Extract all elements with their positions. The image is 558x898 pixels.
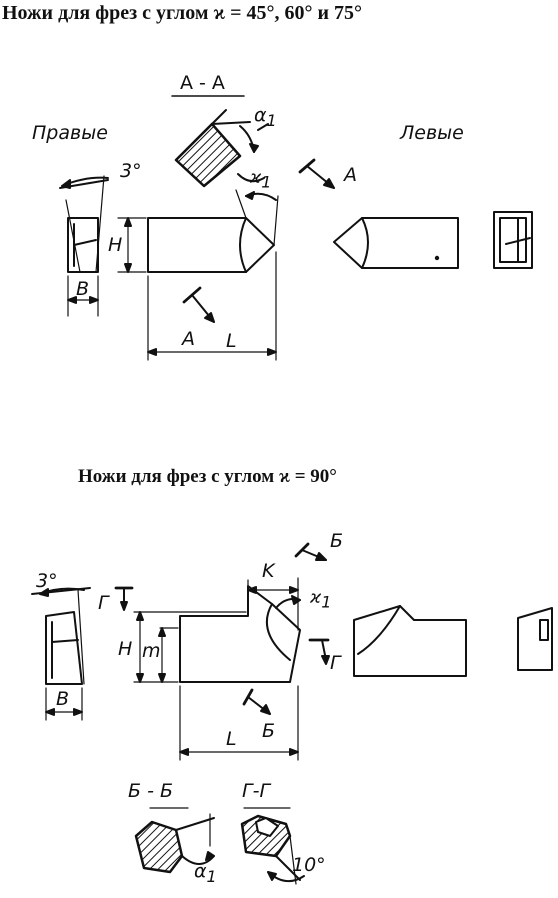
- angle-10-label: 10°: [292, 854, 326, 876]
- section-mark-a-bottom: [184, 288, 214, 322]
- mark-g-right-label: Г: [330, 652, 341, 674]
- alpha-symbol-2: α: [194, 860, 207, 882]
- mark-b-bottom-label: Б: [262, 720, 276, 742]
- dim-h-label: H: [108, 234, 123, 256]
- dim-m-label: m: [142, 640, 161, 662]
- alpha-subscript: 1: [266, 110, 277, 130]
- dim-l-label: L: [226, 330, 237, 352]
- section-a-a-detail: [172, 96, 268, 186]
- angle-3-label: 3°: [120, 160, 142, 182]
- section-mark-a-top: [300, 160, 334, 188]
- kappa-subscript: 1: [261, 172, 272, 192]
- mark-a-top-label: A: [344, 164, 357, 186]
- section-g-g-label: Г-Г: [242, 780, 271, 802]
- right-side-view: [60, 176, 108, 316]
- angle-3-label-2: 3°: [36, 570, 58, 592]
- section-b-b-label: Б - Б: [128, 780, 174, 802]
- mark-a-bottom-label: A: [182, 328, 195, 350]
- section-mark-b-bottom: [244, 690, 270, 714]
- far-right-view-90: [518, 608, 552, 670]
- mark-b-top-label: Б: [330, 530, 344, 552]
- dim-l-label-2: L: [226, 728, 237, 750]
- section-g-g-detail: [242, 808, 304, 884]
- section-mark-g-right: [310, 640, 329, 664]
- mark-g-top-label: Г: [98, 592, 109, 614]
- label-right-knives: Правые: [32, 122, 108, 144]
- dim-k-label: K: [262, 560, 275, 582]
- dim-b-label: B: [76, 278, 90, 300]
- title-section-1: Ножи для фрез с углом ϰ = 45°, 60° и 75°: [2, 2, 363, 24]
- section-mark-b-top: [296, 544, 326, 560]
- right-view-90: [354, 606, 466, 676]
- left-side-view: [494, 212, 532, 268]
- dim-b-label-2: B: [56, 688, 70, 710]
- alpha-symbol: α: [254, 104, 267, 126]
- alpha-1-label: α1: [254, 106, 277, 129]
- section-mark-g-top: [116, 588, 132, 610]
- left-main-view: [334, 218, 458, 268]
- section-b-b-detail: [136, 808, 214, 872]
- label-left-knives: Левые: [400, 122, 464, 144]
- right-main-view: [118, 190, 278, 360]
- kappa-1-label: ϰ1: [250, 170, 271, 190]
- kappa-1-label-2: ϰ1: [310, 590, 331, 610]
- dim-h-label-2: H: [118, 638, 133, 660]
- side-view-90: [32, 588, 90, 720]
- alpha-1-label-2: α1: [194, 862, 217, 885]
- section-label-a-a: A - A: [180, 72, 225, 94]
- kappa-subscript-2: 1: [321, 592, 332, 612]
- alpha-subscript-2: 1: [206, 866, 217, 886]
- title-section-2: Ножи для фрез с углом ϰ = 90°: [78, 466, 337, 487]
- kappa-symbol-2: ϰ: [310, 588, 322, 608]
- main-view-90: [134, 578, 300, 760]
- kappa-symbol: ϰ: [250, 168, 262, 188]
